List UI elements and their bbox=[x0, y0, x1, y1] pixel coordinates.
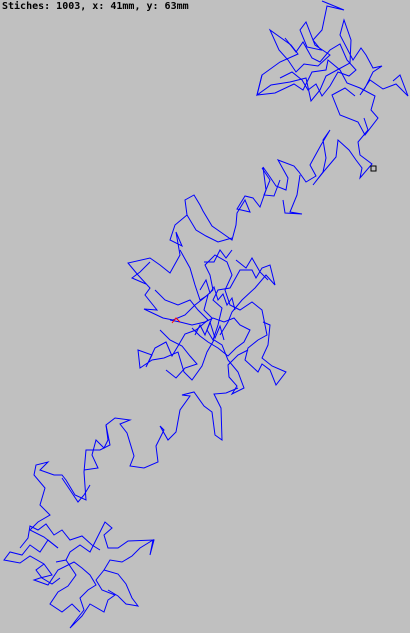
stitch-status-text: Stiches: 1003, x: 41mm, y: 63mm bbox=[2, 1, 189, 12]
red-stitch-icon bbox=[171, 317, 181, 324]
stitch-cluster-top bbox=[256, 0, 409, 136]
stitch-path-upper bbox=[184, 117, 373, 243]
stitch-path-lower bbox=[29, 387, 239, 549]
stitch-cluster-bottom bbox=[3, 521, 155, 629]
square-marker-icon bbox=[370, 165, 377, 172]
stitch-cluster-center bbox=[127, 214, 287, 396]
